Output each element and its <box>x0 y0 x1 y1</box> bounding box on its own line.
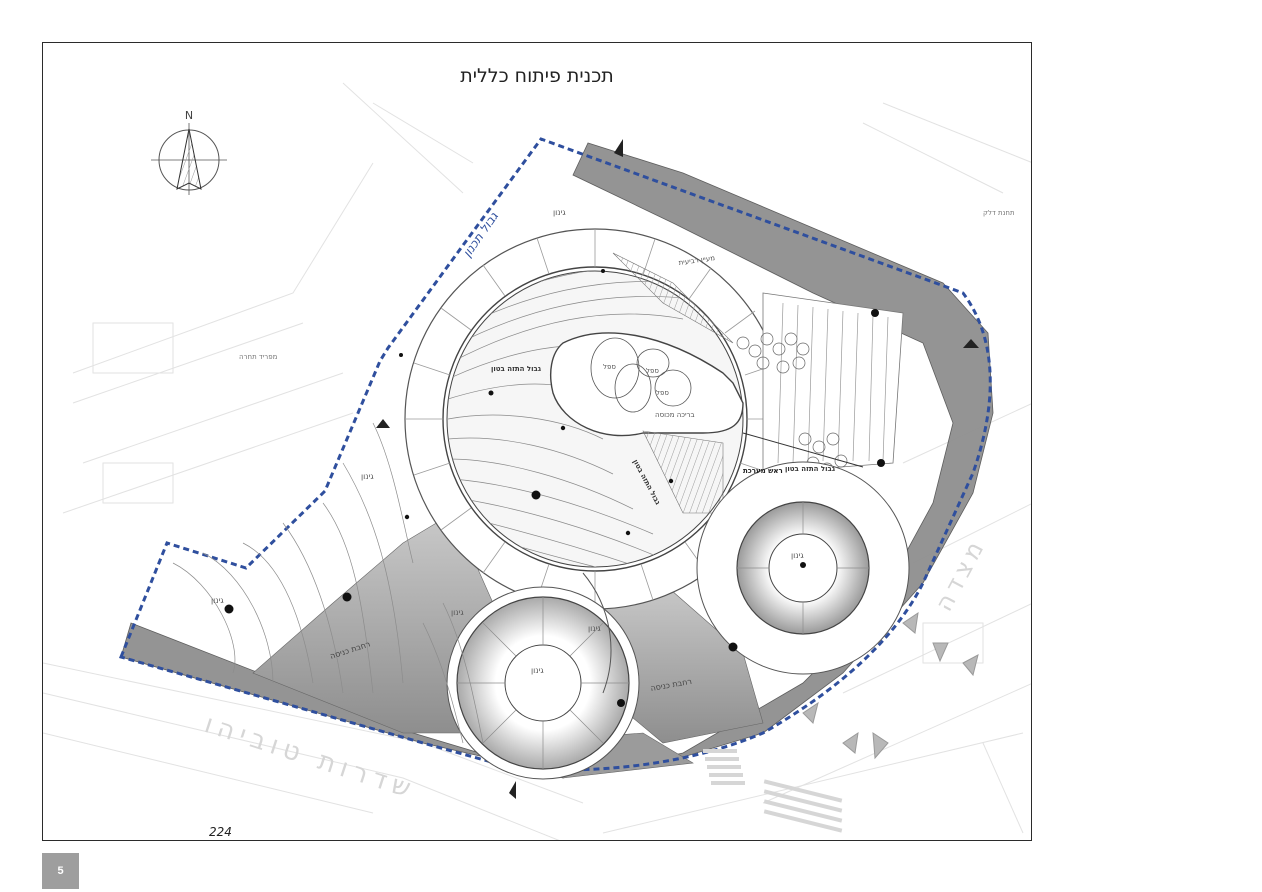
traffic-arrows <box>802 611 979 760</box>
plan-boundary-label: גבול תכנון <box>460 210 501 260</box>
page-number-badge: 5 <box>42 853 79 889</box>
garden-label-west: גינון <box>361 472 374 481</box>
garden-label-east-ring: גינון <box>791 551 804 560</box>
concrete-limit-label-1: גבול התזה בטון <box>491 365 541 373</box>
pool-path-label: בריכה מכוסה <box>655 411 695 419</box>
garden-label-north: גינון <box>553 208 566 217</box>
pool-label-1: ספל <box>603 363 616 371</box>
entry-marker-west <box>376 419 390 428</box>
pool-label-2: ספל <box>646 367 659 375</box>
west-garden-contours <box>172 422 484 744</box>
page-title: תכנית פיתוח כללית <box>460 65 614 87</box>
entry-marker-north <box>614 139 623 157</box>
pool-outline <box>550 332 744 437</box>
north-arrow-icon <box>151 123 227 195</box>
east-note: תחנת דלק <box>983 209 1015 217</box>
garden-label-south-ring: גינון <box>451 608 464 617</box>
garden-label-south-ring-core: גינון <box>531 666 544 675</box>
pool-label-3: ספל <box>656 389 669 397</box>
garden-label-southwest: גינון <box>211 596 224 605</box>
garden-label-south: גינון <box>588 624 601 633</box>
scale-number: 224 <box>209 825 232 839</box>
perimeter-band <box>120 142 994 779</box>
concrete-limit-label-3: גבול התזה בטון <box>785 465 835 473</box>
south-ring <box>446 572 640 780</box>
plan-frame: N גבול תכנון גינון גינון גינון גינון גינ… <box>42 42 1032 841</box>
crosswalk-south <box>703 749 843 833</box>
east-ring <box>696 461 910 675</box>
central-ring <box>404 228 786 610</box>
north-letter: N <box>185 109 193 122</box>
entry-marker-east <box>963 339 979 348</box>
west-note: מפריד תחרה <box>239 353 278 361</box>
east-terrace <box>736 292 904 476</box>
main-head-label: ראש מערכת <box>743 467 783 475</box>
site-plan-drawing: N גבול תכנון גינון גינון גינון גינון גינ… <box>43 82 1031 840</box>
entry-marker-south <box>509 781 516 799</box>
